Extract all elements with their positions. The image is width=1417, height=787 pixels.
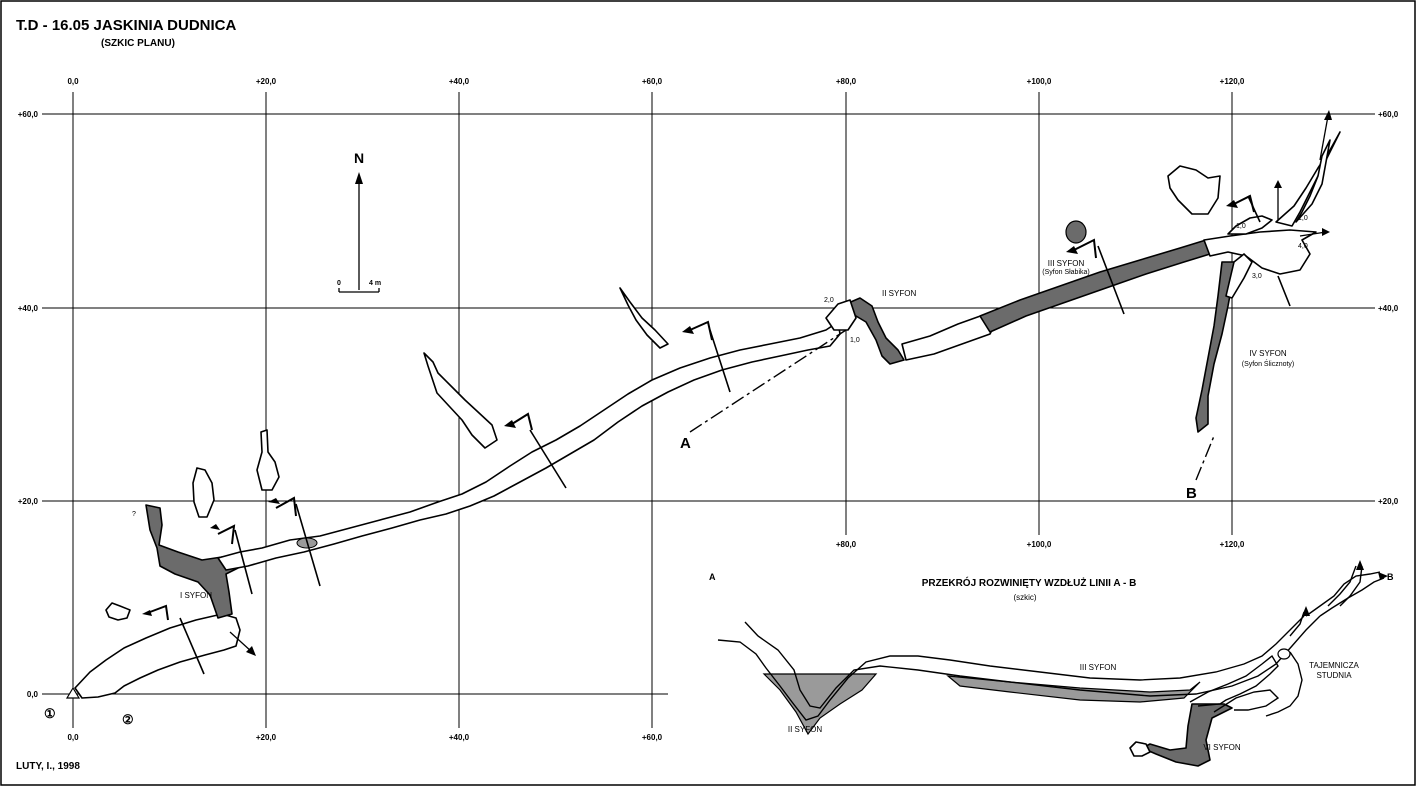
syfon-1-label: I SYFON [180,591,212,600]
tick-x-bottom: +120,0 [1220,540,1245,549]
tick-x-bottom: +80,0 [836,540,857,549]
tick-x-top: +60,0 [642,77,663,86]
line-b-label: B [1186,485,1197,502]
well-label-line-1: TAJEMNICZA [1309,661,1359,670]
grid-labels-top: 0,0 +20,0 +40,0 +60,0 +80,0 +100,0 +120,… [67,77,1244,86]
syfon-4-name: (Syfon Ślicznoty) [1242,359,1295,368]
tick-y-left: +40,0 [18,304,39,313]
entrance-1-marker: ① [44,706,56,721]
scale-end: 4 m [369,280,381,287]
tick-x-bottom: +60,0 [642,733,663,742]
grid-labels-bottom: 0,0 +20,0 +40,0 +60,0 +80,0 +100,0 +120,… [67,540,1244,742]
tick-y-left: 0,0 [27,690,39,699]
tick-x-top: 0,0 [67,77,79,86]
depth-label: 1,0 [1298,215,1308,222]
grid-labels-left: +60,0 +40,0 +20,0 0,0 [18,110,39,699]
syfon-1-water [145,504,241,619]
scale-start: 0 [337,280,341,287]
tick-x-bottom: +100,0 [1027,540,1052,549]
section-title: PRZEKRÓJ ROZWINIĘTY WZDŁUŻ LINII A - B [922,576,1137,589]
tick-y-right: +60,0 [1378,110,1399,119]
tick-x-top: +40,0 [449,77,470,86]
well-label-line-2: STUDNIA [1316,671,1352,680]
grid-labels-right: +60,0 +40,0 +20,0 [1378,110,1399,506]
tick-y-right: +40,0 [1378,304,1399,313]
syfon-2-water [845,297,905,365]
section-end-a: A [709,572,716,582]
tick-y-left: +20,0 [18,497,39,506]
depth-label: 1,0 [850,337,860,344]
syfon-4-label: IV SYFON [1249,349,1287,358]
question-mark: ? [132,511,136,518]
developed-section: A PRZEKRÓJ ROZWINIĘTY WZDŁUŻ LINII A - B… [709,560,1394,767]
tick-x-bottom: +20,0 [256,733,277,742]
north-arrow: N [354,150,364,290]
map-title: T.D - 16.05 JASKINIA DUDNICA [16,17,236,34]
tick-x-bottom: 0,0 [67,733,79,742]
entrance-2-marker: ② [122,712,134,727]
coordinate-grid [42,92,1375,728]
section-syfon-6-label: VI SYFON [1203,743,1241,752]
syfon-3-label: III SYFON [1048,259,1085,268]
north-label: N [354,150,364,166]
depth-label: 2,0 [824,297,834,304]
depth-label: 3,0 [1252,273,1262,280]
syfon-2-label: II SYFON [882,289,916,298]
depth-label: 4,0 [1298,243,1308,250]
section-end-b: B [1387,572,1394,582]
tick-x-top: +80,0 [836,77,857,86]
line-a-label: A [680,435,691,452]
map-subtitle: (SZKIC PLANU) [101,38,175,49]
tick-y-left: +60,0 [18,110,39,119]
tick-x-top: +120,0 [1220,77,1245,86]
depth-label: 1,0 [1236,223,1246,230]
author-credit: LUTY, I., 1998 [16,761,80,772]
tick-x-bottom: +40,0 [449,733,470,742]
scale-bar: 0 4 m [337,280,381,293]
tick-x-top: +100,0 [1027,77,1052,86]
syfon-3-name: (Syfon Słabika) [1042,269,1089,276]
tick-x-top: +20,0 [256,77,277,86]
section-subtitle: (szkic) [1013,593,1036,602]
section-syfon-2-label: II SYFON [788,725,822,734]
section-syfon-3-label: III SYFON [1080,663,1117,672]
cave-plan: A B ① ② ? I SYFON II SYFON III SYFON (Sy… [44,110,1341,727]
tick-y-right: +20,0 [1378,497,1399,506]
